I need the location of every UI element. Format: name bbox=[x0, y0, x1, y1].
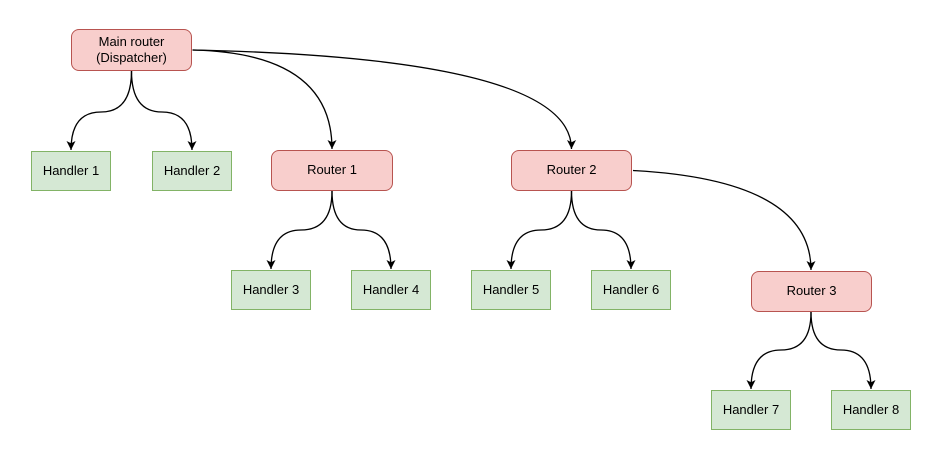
node-handler-3: Handler 3 bbox=[231, 270, 311, 310]
node-main-router: Main router (Dispatcher) bbox=[71, 29, 192, 71]
edge-router2-to-handler5 bbox=[506, 190, 573, 270]
node-handler-6: Handler 6 bbox=[591, 270, 671, 310]
node-handler-2: Handler 2 bbox=[152, 151, 232, 191]
main-router-label-line1: Main router bbox=[98, 33, 165, 49]
edge-main-to-router1 bbox=[192, 49, 337, 150]
edge-router3-to-handler8 bbox=[810, 311, 876, 390]
edge-router1-to-handler3 bbox=[266, 190, 333, 270]
handler-2-label: Handler 2 bbox=[163, 162, 221, 178]
edge-router2-to-router3 bbox=[632, 169, 816, 271]
node-handler-4: Handler 4 bbox=[351, 270, 431, 310]
edge-main-to-handler2 bbox=[130, 70, 197, 151]
node-router-1: Router 1 bbox=[271, 150, 393, 191]
node-router-2: Router 2 bbox=[511, 150, 632, 191]
handler-8-label: Handler 8 bbox=[842, 401, 900, 417]
handler-6-label: Handler 6 bbox=[602, 281, 660, 297]
node-handler-1: Handler 1 bbox=[31, 151, 111, 191]
node-handler-5: Handler 5 bbox=[471, 270, 551, 310]
edge-router2-to-handler6 bbox=[570, 190, 636, 270]
node-router-3: Router 3 bbox=[751, 271, 872, 312]
handler-7-label: Handler 7 bbox=[722, 401, 780, 417]
handler-5-label: Handler 5 bbox=[482, 281, 540, 297]
router-2-label: Router 2 bbox=[546, 162, 597, 178]
node-handler-8: Handler 8 bbox=[831, 390, 911, 430]
router-3-label: Router 3 bbox=[786, 283, 837, 299]
handler-3-label: Handler 3 bbox=[242, 281, 300, 297]
edge-main-to-handler1 bbox=[66, 70, 133, 151]
router-1-label: Router 1 bbox=[307, 162, 357, 178]
handler-4-label: Handler 4 bbox=[362, 281, 420, 297]
edge-router1-to-handler4 bbox=[331, 190, 396, 270]
edge-router3-to-handler7 bbox=[746, 311, 812, 390]
edge-main-to-router2 bbox=[192, 49, 576, 150]
main-router-label-line2: (Dispatcher) bbox=[96, 50, 167, 65]
handler-1-label: Handler 1 bbox=[42, 162, 100, 178]
node-handler-7: Handler 7 bbox=[711, 390, 791, 430]
